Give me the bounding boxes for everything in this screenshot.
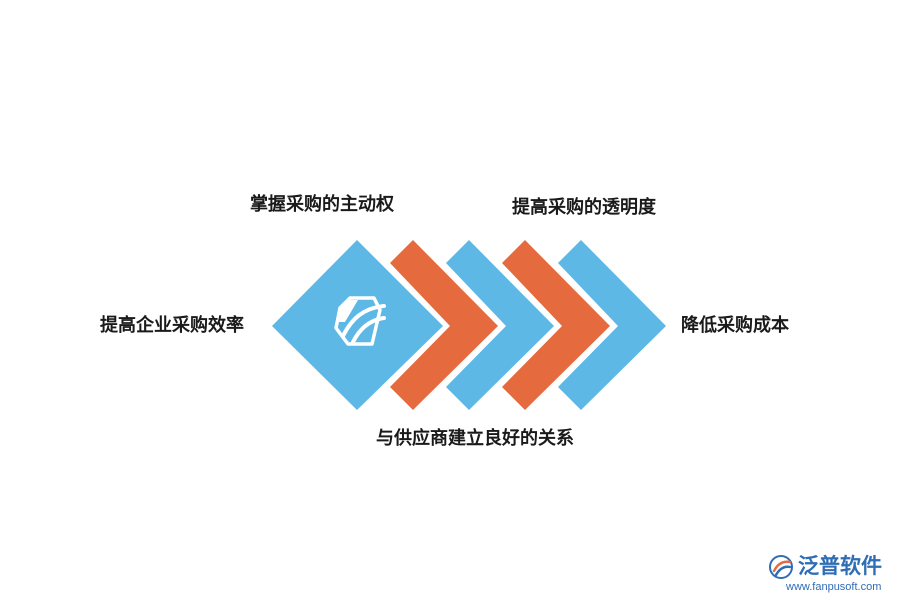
chevron-orange-1 [390, 240, 498, 410]
brand-logo-icon [334, 296, 386, 346]
center-diamond [272, 240, 443, 410]
chevron-blue-1 [446, 240, 554, 410]
chevron-orange-2 [502, 240, 610, 410]
brand-watermark: 泛普软件 www.fanpusoft.com [768, 550, 894, 596]
label-purchasing-efficiency: 提高企业采购效率 [100, 315, 244, 336]
label-purchasing-transparency: 提高采购的透明度 [512, 197, 656, 218]
label-supplier-relationship: 与供应商建立良好的关系 [376, 428, 574, 449]
brand-name: 泛普软件 [798, 554, 882, 578]
label-reduce-cost: 降低采购成本 [681, 315, 789, 336]
brand-url: www.fanpusoft.com [786, 581, 882, 593]
chevron-blue-2 [558, 240, 666, 410]
label-control-purchasing: 掌握采购的主动权 [250, 194, 394, 215]
brand-watermark-icon [769, 555, 793, 579]
